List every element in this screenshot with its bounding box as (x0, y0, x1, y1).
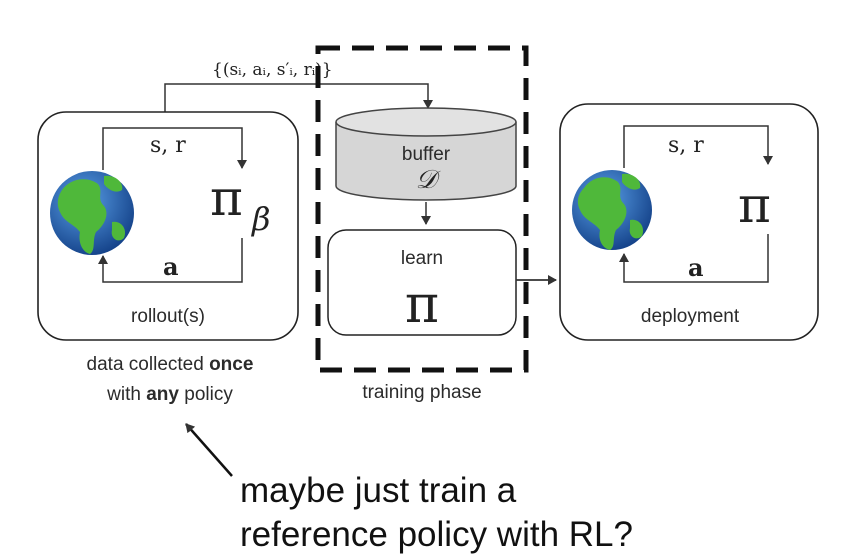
action-arrow-right (619, 234, 769, 283)
learn-label: learn (401, 248, 443, 269)
learned-policy-symbol: π (405, 275, 439, 335)
state-reward-label-right: s, r (668, 133, 704, 158)
globe-icon (572, 170, 652, 250)
annotation-arrow (185, 423, 233, 477)
annotation-line1: maybe just train a (240, 471, 517, 510)
deployment-caption: deployment (641, 306, 740, 327)
action-label-left: a (163, 252, 179, 281)
globe-icon (50, 171, 134, 255)
transition-tuple-label: {(sᵢ, aᵢ, s′ᵢ, rᵢ)} (212, 60, 333, 80)
rollout-caption: rollout(s) (131, 306, 205, 327)
action-label-right: a (688, 253, 704, 282)
training-phase-caption: training phase (362, 382, 481, 403)
state-reward-arrow-left (102, 127, 247, 170)
buffer-cylinder: buffer 𝒟 (335, 107, 517, 201)
behavior-policy-subscript: β (251, 200, 271, 238)
data-note-line1: data collected once (87, 354, 254, 375)
buffer-label: buffer (402, 144, 451, 165)
state-reward-arrow-right (623, 125, 773, 168)
deployment-panel: s, r π a deployment (559, 103, 819, 341)
action-arrow-left (98, 238, 243, 283)
state-reward-label-left: s, r (150, 133, 186, 158)
learn-box: learn π (327, 229, 517, 336)
annotation-line2: reference policy with RL? (240, 515, 633, 554)
data-note-line2: with any policy (106, 384, 233, 405)
data-to-buffer-arrow (164, 83, 433, 112)
behavior-policy-symbol: π (210, 169, 243, 227)
training-phase-dashed-box (315, 45, 529, 373)
deployed-policy-symbol: π (738, 176, 771, 234)
rollout-panel: s, r π β a rollout(s) (37, 111, 299, 341)
